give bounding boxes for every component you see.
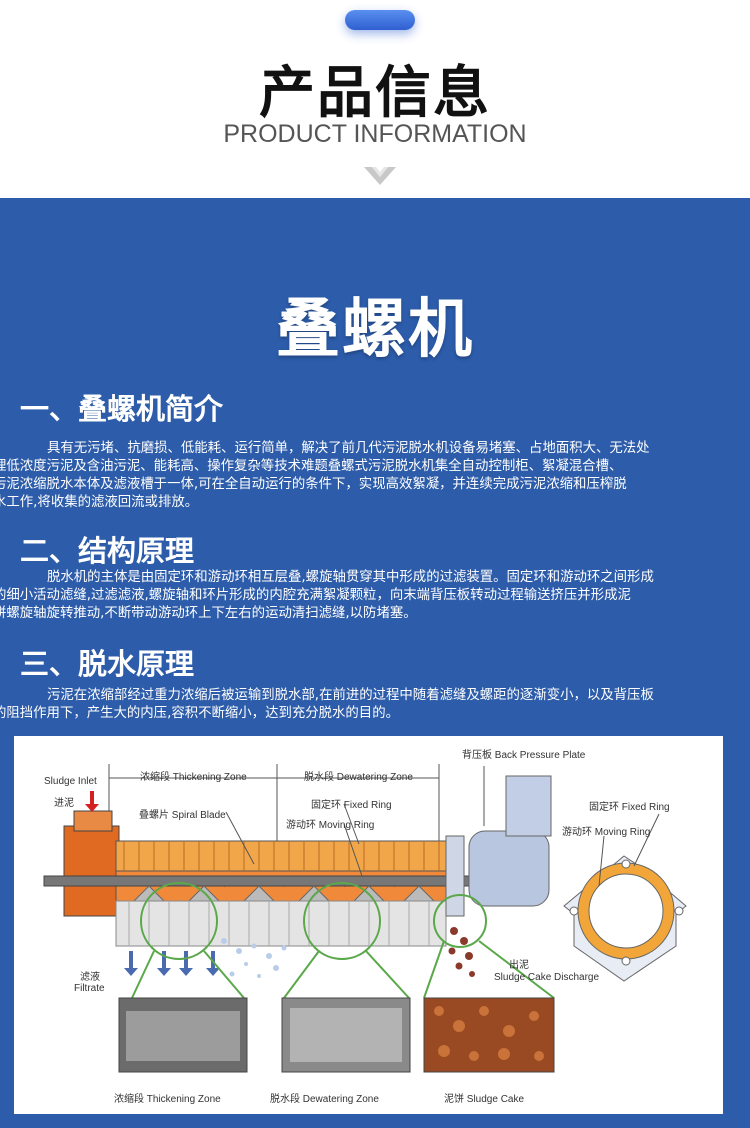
paragraph-line: 理低浓度污泥及含油污泥、能耗高、操作复杂等技术难题叠螺式污泥脱水机集全自动控制柜… bbox=[0, 459, 623, 474]
page-title: 产品信息 bbox=[259, 61, 491, 126]
filtrate-cn-label: 滤液 bbox=[80, 972, 100, 983]
sludge-cake-photo bbox=[423, 997, 555, 1073]
screw-press-diagram: Sludge Inlet 进泥 浓缩段 Thickening Zone 脱水段 … bbox=[14, 736, 723, 1114]
chevron-down-icon bbox=[364, 167, 396, 185]
fixed-ring-label: 固定环 Fixed Ring bbox=[311, 800, 392, 811]
paragraph-line: 的阻挡作用下，产生大的内压,容积不断缩小，达到充分脱水的目的。 bbox=[0, 706, 399, 721]
paragraph-line: 脱水机的主体是由固定环和游动环相互层叠,螺旋轴贯穿其中形成的过滤装置。固定环和游… bbox=[47, 570, 654, 585]
diagram-drawing bbox=[43, 764, 687, 1073]
thickening-zone-label: 浓缩段 Thickening Zone bbox=[140, 772, 247, 783]
spiral-blade-label: 叠螺片 Spiral Blade bbox=[139, 810, 226, 821]
fixed-ring-right-label: 固定环 Fixed Ring bbox=[589, 802, 670, 813]
filtrate-label: Filtrate bbox=[74, 983, 105, 994]
bottom-sludge-cake-label: 泥饼 Sludge Cake bbox=[444, 1094, 525, 1105]
moving-ring-label: 游动环 Moving Ring bbox=[286, 820, 375, 831]
bottom-thickening-label: 浓缩段 Thickening Zone bbox=[114, 1094, 221, 1105]
paragraph-line: 污泥浓缩脱水本体及滤液槽于一体,可在全自动运行的条件下，实现高效絮凝，并连续完成… bbox=[0, 477, 627, 492]
section-paragraph-dewatering: 污泥在浓缩部经过重力浓缩后被运输到脱水部,在前进的过程中随着滤缝及螺距的逐渐变小… bbox=[0, 687, 732, 723]
sludge-discharge-cn-label: 出泥 bbox=[509, 960, 529, 971]
dewatering-zone-label: 脱水段 Dewatering Zone bbox=[304, 772, 413, 783]
section-paragraph-structure: 脱水机的主体是由固定环和游动环相互层叠,螺旋轴贯穿其中形成的过滤装置。固定环和游… bbox=[0, 569, 732, 623]
section-heading-structure: 二、结构原理 bbox=[20, 534, 195, 568]
back-pressure-label: 背压板 Back Pressure Plate bbox=[462, 750, 586, 761]
section-heading-dewatering: 三、脱水原理 bbox=[20, 647, 195, 681]
inlet-arrow bbox=[85, 791, 99, 812]
product-title: 叠螺机 bbox=[276, 293, 474, 367]
paragraph-line: 饼螺旋轴旋转推动,不断带动游动环上下左右的运动清扫滤缝,以防堵塞。 bbox=[0, 606, 417, 621]
page-subtitle: PRODUCT INFORMATION bbox=[223, 120, 527, 148]
paragraph-line: 污泥在浓缩部经过重力浓缩后被运输到脱水部,在前进的过程中随着滤缝及螺距的逐渐变小… bbox=[47, 688, 654, 703]
section-heading-intro: 一、叠螺机简介 bbox=[20, 392, 224, 426]
header: 产品信息 PRODUCT INFORMATION bbox=[0, 0, 750, 198]
bottom-dewatering-label: 脱水段 Dewatering Zone bbox=[270, 1094, 379, 1105]
sludge-inlet-cn-label: 进泥 bbox=[54, 798, 74, 809]
moving-ring-right-label: 游动环 Moving Ring bbox=[562, 827, 651, 838]
sludge-discharge-label: Sludge Cake Discharge bbox=[494, 972, 600, 983]
paragraph-line: 具有无污堵、抗磨损、低能耗、运行简单，解决了前几代污泥脱水机设备易堵塞、占地面积… bbox=[47, 441, 650, 456]
section-paragraph-intro: 具有无污堵、抗磨损、低能耗、运行简单，解决了前几代污泥脱水机设备易堵塞、占地面积… bbox=[0, 440, 732, 512]
paragraph-line: 水工作,将收集的滤液回流或排放。 bbox=[0, 495, 199, 510]
paragraph-line: 的细小活动滤缝,过滤滤液,螺旋轴和环片形成的内腔充满絮凝颗粒，向末端背压板转动过… bbox=[0, 588, 631, 603]
header-pill-decoration bbox=[345, 10, 415, 30]
sludge-inlet-label: Sludge Inlet bbox=[44, 776, 97, 787]
